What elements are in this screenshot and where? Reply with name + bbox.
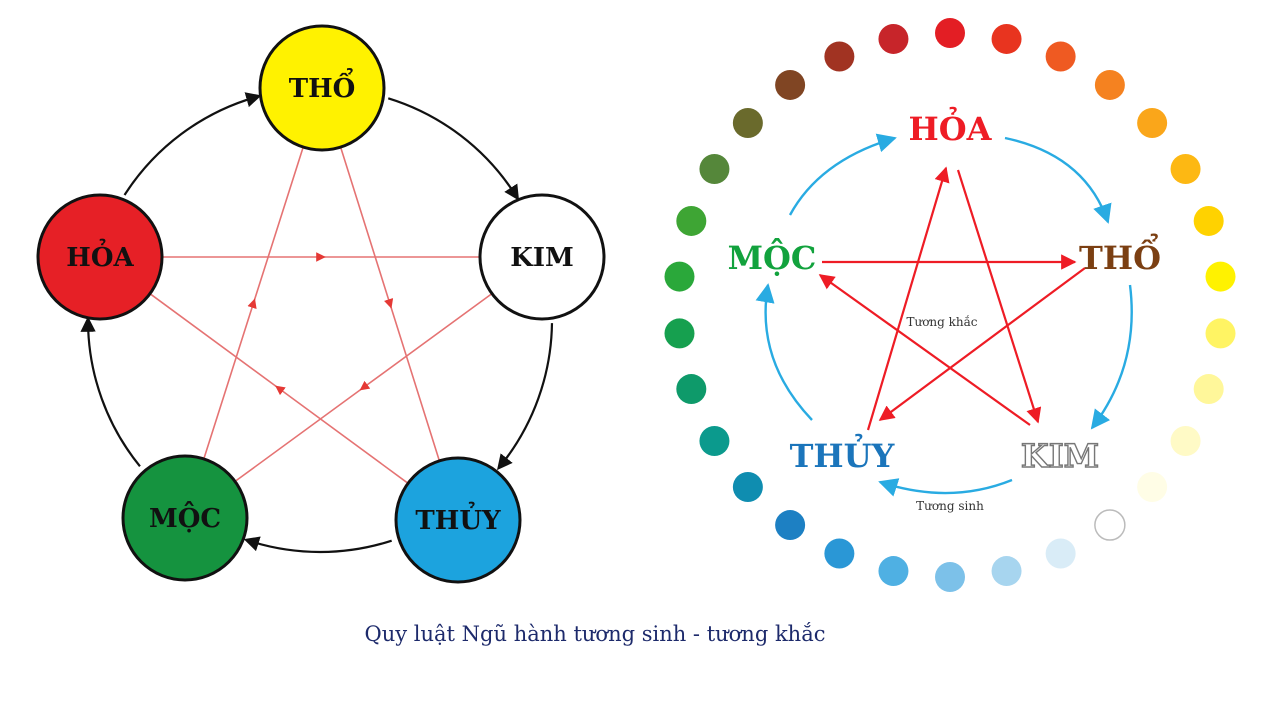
color-dot — [1193, 374, 1224, 405]
controlling-arrow-tho-to-thuy — [878, 267, 1086, 421]
generating-arrow-hoa-to-tho — [123, 92, 262, 196]
controlling-arrow-hoa-to-kim — [956, 169, 1042, 424]
generating-arrow-kim-to-thuy — [497, 323, 554, 471]
element-circle — [258, 24, 386, 152]
generating-arrow-tho-to-kim — [387, 97, 520, 201]
generating-arrow-tho-to-kim — [1090, 284, 1133, 430]
controlling-arrow-tho-to-thuy — [339, 146, 441, 462]
controlling-arrow-thuy-to-hoa — [149, 293, 409, 484]
element-label-hoa: HỎA — [909, 106, 993, 148]
generating-arrow-kim-to-thuy — [878, 478, 1013, 497]
color-dot — [775, 69, 806, 100]
element-circle — [36, 193, 164, 321]
color-dot — [699, 426, 730, 456]
controlling-arrow-moc-to-tho — [203, 146, 304, 460]
color-dot — [878, 23, 909, 54]
element-circle — [394, 456, 522, 584]
generating-arrow-moc-to-hoa — [788, 133, 897, 216]
color-dot — [878, 556, 909, 587]
color-dot — [1205, 261, 1236, 292]
color-dot — [775, 510, 806, 541]
element-node-thuy: THỦY — [394, 456, 522, 584]
generating-arrow-thuy-to-moc — [243, 536, 392, 554]
element-label-thuy: THỦY — [790, 433, 896, 475]
color-dot — [664, 261, 695, 292]
color-dot — [732, 472, 763, 503]
element-label: KIM — [510, 243, 574, 273]
generating-cycle-arrows — [755, 133, 1133, 497]
color-dot — [824, 538, 855, 569]
generating-arrow-thuy-to-moc — [755, 283, 813, 421]
element-nodes: THỔ KIM THỦY MỘC HỎA — [36, 24, 606, 584]
color-dot — [1045, 41, 1076, 72]
left-five-elements-diagram: THỔ KIM THỦY MỘC HỎA — [36, 24, 606, 584]
element-label: MỘC — [149, 500, 221, 534]
color-dot — [1193, 205, 1224, 236]
color-dot — [676, 374, 707, 405]
element-node-tho: THỔ — [258, 24, 386, 152]
controlling-arrow-kim-to-moc — [234, 292, 493, 483]
color-dot — [1094, 509, 1126, 541]
right-five-elements-diagram: HỎA THỔ KIM THỦY MỘC Tương khắc Tương sinh — [664, 18, 1236, 592]
color-dot — [1137, 472, 1168, 503]
element-label-tho: THỔ — [1079, 233, 1161, 277]
color-dot — [1137, 107, 1168, 138]
controlling-arrow-kim-to-moc — [818, 274, 1031, 426]
color-dot — [991, 556, 1022, 587]
element-label: THỦY — [415, 501, 501, 536]
color-dot — [991, 23, 1022, 54]
controlling-star-arrows — [818, 166, 1086, 431]
color-dot — [1170, 426, 1201, 456]
element-node-kim: KIM — [478, 193, 606, 321]
figure-caption: Quy luật Ngũ hành tương sinh - tương khắ… — [364, 622, 826, 646]
color-dot — [1094, 69, 1125, 100]
element-circle — [121, 454, 249, 582]
color-dot-ring — [664, 18, 1236, 592]
controlling-arrow-thuy-to-hoa — [866, 166, 950, 431]
color-dot — [935, 562, 965, 592]
element-circle — [478, 193, 606, 321]
element-node-hoa: HỎA — [36, 193, 164, 321]
element-label: THỔ — [289, 67, 356, 104]
color-dot — [699, 154, 730, 184]
element-label-kim: KIM — [1021, 437, 1099, 475]
color-dot — [1045, 538, 1076, 569]
generating-arrow-moc-to-hoa — [80, 316, 141, 468]
element-node-moc: MỘC — [121, 454, 249, 582]
element-labels: HỎA THỔ KIM THỦY MỘC — [728, 106, 1161, 476]
color-dot — [1170, 154, 1201, 184]
color-dot — [935, 18, 965, 48]
generating-arrow-hoa-to-tho — [1004, 136, 1112, 224]
outer-label: Tương sinh — [916, 499, 984, 513]
color-dot — [676, 205, 707, 236]
generating-cycle-arrows — [80, 92, 554, 554]
element-label-moc: MỘC — [728, 238, 817, 277]
element-label: HỎA — [66, 238, 134, 273]
inner-label: Tương khắc — [906, 314, 977, 329]
controlling-star-arrows — [149, 146, 493, 484]
color-dot — [732, 107, 763, 138]
color-dot — [1205, 318, 1236, 349]
color-dot — [664, 318, 695, 349]
color-dot — [824, 41, 855, 72]
